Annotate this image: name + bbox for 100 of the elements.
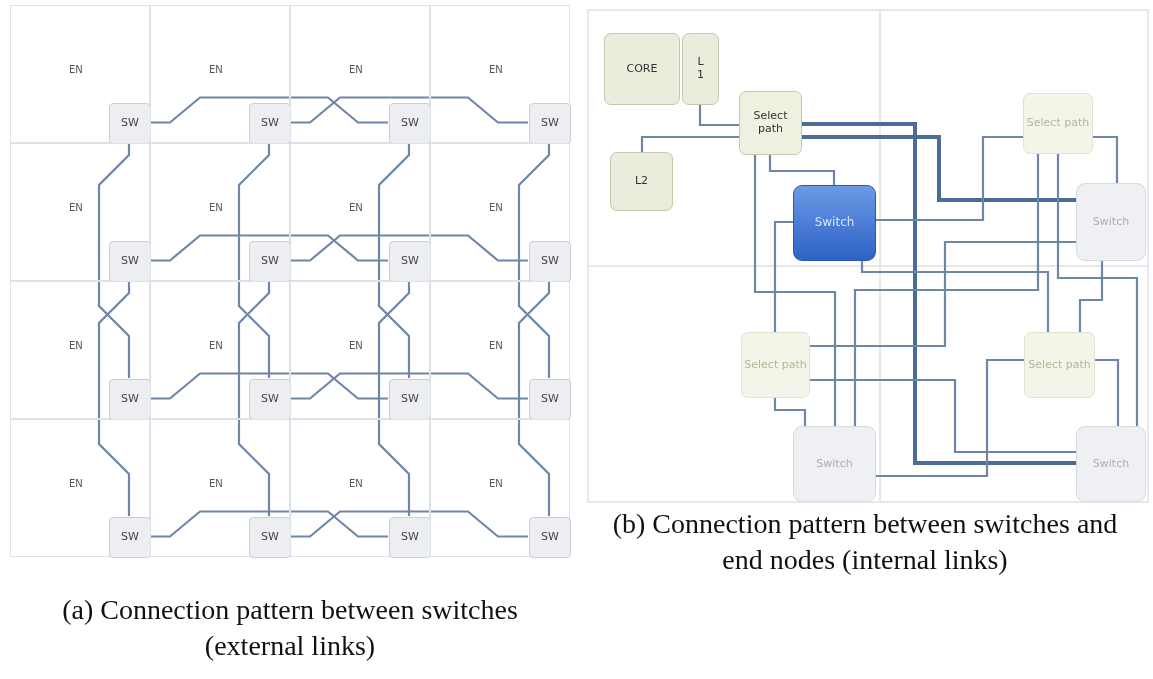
node-label: EN	[489, 64, 503, 76]
connector-line	[237, 143, 271, 378]
selector-box	[1023, 93, 1093, 154]
node-label: EN	[69, 64, 83, 76]
connector-line	[150, 96, 388, 124]
node-label: SW	[401, 393, 419, 406]
connector-line	[773, 398, 807, 426]
connector-line	[290, 96, 528, 124]
connector-line	[1095, 358, 1120, 426]
connector-line	[753, 155, 837, 426]
node-label: EN	[69, 202, 83, 214]
node-label: EN	[209, 64, 223, 76]
switch-box	[389, 241, 431, 282]
switch-box	[249, 379, 291, 420]
node-label: SW	[121, 393, 139, 406]
figure-caption: (a) Connection pattern between switches (external links)	[61, 593, 519, 664]
switch-box	[1076, 426, 1146, 502]
node-label: Switch	[1092, 457, 1130, 471]
switch-box	[793, 426, 876, 502]
node-label: EN	[349, 478, 363, 490]
node-label: SW	[121, 531, 139, 544]
switch-box	[249, 103, 291, 144]
connector-line	[150, 234, 388, 262]
connector-line	[853, 154, 1040, 426]
node-label: SW	[401, 255, 419, 268]
selector-box	[1024, 332, 1095, 398]
node-label: EN	[209, 202, 223, 214]
node-label: Switch	[814, 216, 855, 230]
switch-box	[529, 241, 571, 282]
switch-box	[529, 103, 571, 144]
connector-line	[517, 143, 551, 378]
grid-cell	[10, 5, 150, 143]
node-label: EN	[349, 64, 363, 76]
connector-line	[768, 155, 836, 185]
connector-line	[773, 220, 793, 332]
node-label: SW	[541, 531, 559, 544]
switch-box	[1076, 183, 1146, 261]
node-label: SW	[121, 117, 139, 130]
node-label: EN	[349, 340, 363, 352]
node-label: SW	[261, 255, 279, 268]
node-label: EN	[489, 202, 503, 214]
node-label: Select path	[1026, 117, 1090, 130]
connector-line	[810, 240, 1076, 348]
switch-box	[389, 103, 431, 144]
selector-box	[741, 332, 810, 398]
node-label: SW	[541, 393, 559, 406]
grid-cell	[150, 281, 290, 419]
switch-box	[109, 103, 151, 144]
node-label: EN	[69, 340, 83, 352]
connector-line	[377, 281, 411, 516]
node-label: SW	[261, 393, 279, 406]
switch-box	[389, 517, 431, 558]
grid-cell	[150, 143, 290, 281]
switch-box	[109, 241, 151, 282]
node-label: Select path	[752, 110, 789, 136]
grid-cell	[150, 5, 290, 143]
connector-line	[876, 135, 1023, 222]
connector-line	[150, 372, 388, 400]
connector-line	[1056, 154, 1139, 426]
node-label: SW	[541, 117, 559, 130]
grid-cell	[430, 419, 570, 557]
node-label: EN	[209, 478, 223, 490]
grid-cell	[290, 281, 430, 419]
connector-line	[290, 372, 528, 400]
connector-line	[290, 510, 528, 538]
node-label: SW	[121, 255, 139, 268]
node-label: Switch	[1092, 215, 1130, 229]
node-label: CORE	[626, 62, 658, 76]
connector-line	[1093, 135, 1119, 183]
node-label: SW	[401, 531, 419, 544]
switch-box	[529, 379, 571, 420]
node-label: SW	[541, 255, 559, 268]
switch-box	[389, 379, 431, 420]
node-label: SW	[261, 117, 279, 130]
switch-box	[529, 517, 571, 558]
connector-line	[377, 143, 411, 378]
connector-line	[640, 135, 739, 152]
connector-line	[290, 234, 528, 262]
connector-line	[97, 281, 131, 516]
selector-box	[739, 91, 802, 155]
connector-line	[802, 135, 1076, 202]
node-label: L2	[634, 175, 649, 188]
switch-box	[109, 517, 151, 558]
node-label: SW	[261, 531, 279, 544]
connector-line	[517, 281, 551, 516]
grid-cell	[430, 143, 570, 281]
connector-line	[97, 143, 131, 378]
grid-cell	[430, 5, 570, 143]
grid-cell	[290, 419, 430, 557]
switch-box	[249, 241, 291, 282]
grid-cell	[290, 5, 430, 143]
connector-line	[1078, 261, 1104, 332]
node-label: L 1	[696, 56, 705, 82]
component-box	[610, 152, 673, 211]
component-box	[682, 33, 719, 105]
node-label: EN	[349, 202, 363, 214]
node-label: SW	[401, 117, 419, 130]
node-label: EN	[69, 478, 83, 490]
node-label: EN	[489, 478, 503, 490]
connector-line	[698, 105, 739, 127]
